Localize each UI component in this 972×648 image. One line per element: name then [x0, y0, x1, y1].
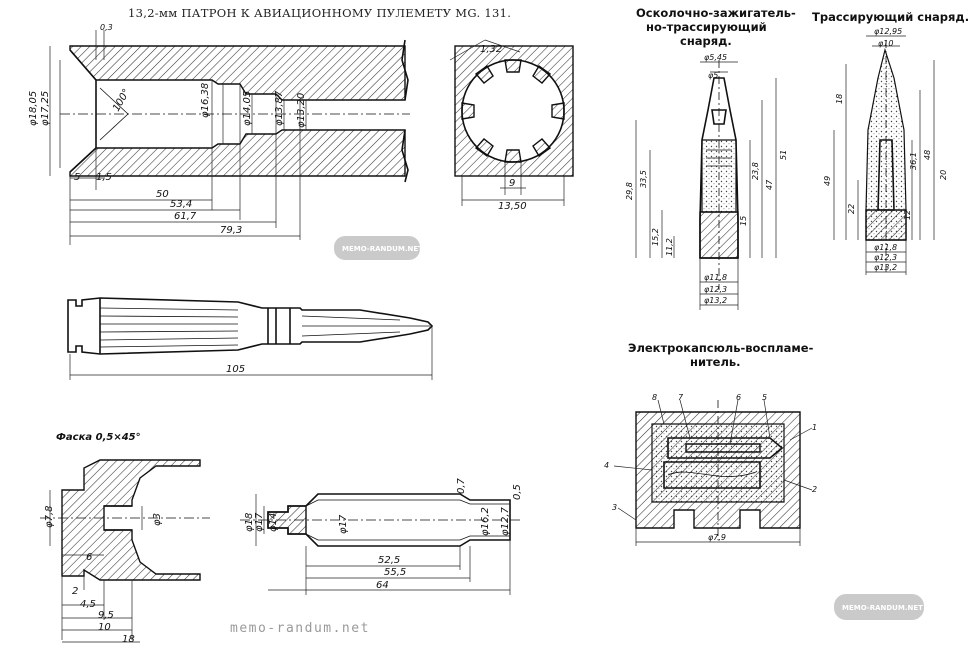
- svg-text:φ18: φ18: [244, 513, 255, 532]
- svg-text:3: 3: [612, 503, 617, 512]
- svg-text:7: 7: [678, 393, 684, 402]
- svg-text:φ3: φ3: [152, 513, 163, 526]
- svg-text:φ5: φ5: [708, 71, 718, 80]
- bore-cross-section: 1,32 9 13,50: [449, 39, 574, 212]
- svg-text:33,5: 33,5: [639, 170, 648, 188]
- svg-text:Электрокапсюль-воспламе-: Электрокапсюль-воспламе-: [628, 341, 814, 355]
- cartridge-side-view: 105: [67, 297, 434, 380]
- tracer-projectile: Трассирующий снаряд. φ12,95 φ10 18 49 22…: [812, 10, 969, 275]
- svg-text:φ16,2: φ16,2: [480, 507, 491, 536]
- svg-text:MEMO-RANDUM.NET: MEMO-RANDUM.NET: [342, 245, 423, 253]
- svg-text:5: 5: [762, 393, 767, 402]
- svg-text:15: 15: [739, 216, 748, 226]
- svg-text:12: 12: [903, 210, 912, 220]
- case-base-detail: Фаска 0,5×45° φ7,8 φ3 6 2 4,5 9,5 10 18: [40, 432, 210, 645]
- svg-text:φ10: φ10: [878, 39, 893, 48]
- svg-text:MEMO-RANDUM.NET: MEMO-RANDUM.NET: [842, 604, 923, 612]
- svg-text:22: 22: [847, 204, 856, 214]
- svg-text:нитель.: нитель.: [690, 355, 741, 369]
- svg-text:2: 2: [72, 586, 78, 597]
- svg-text:9: 9: [509, 178, 515, 189]
- svg-text:4: 4: [604, 461, 609, 470]
- svg-text:64: 64: [376, 580, 389, 591]
- svg-text:48: 48: [923, 150, 932, 160]
- svg-text:53,4: 53,4: [170, 199, 192, 210]
- svg-text:φ11,8: φ11,8: [704, 273, 727, 282]
- svg-text:φ7,8: φ7,8: [44, 506, 55, 529]
- svg-text:φ13,20: φ13,20: [296, 93, 307, 128]
- svg-text:9,5: 9,5: [98, 610, 114, 621]
- svg-text:47: 47: [765, 179, 774, 190]
- svg-text:φ17: φ17: [338, 514, 349, 534]
- svg-text:18: 18: [122, 634, 135, 645]
- svg-text:φ18,05: φ18,05: [28, 91, 39, 126]
- svg-text:φ13,2: φ13,2: [704, 296, 727, 305]
- watermark-badge-top: MEMO-RANDUM.NET: [334, 236, 423, 260]
- svg-text:φ5,45: φ5,45: [704, 53, 727, 62]
- svg-text:Трассирующий снаряд.: Трассирующий снаряд.: [812, 10, 969, 24]
- svg-text:23,8: 23,8: [751, 162, 760, 180]
- svg-text:1,5: 1,5: [96, 172, 112, 183]
- svg-text:φ12,7: φ12,7: [500, 507, 511, 537]
- svg-text:5: 5: [74, 172, 80, 183]
- case-section: φ18 φ17 φ14 φ17 0,7 φ16,2 φ12,7 0,5 52,5…: [240, 477, 523, 595]
- electric-primer: Электрокапсюль-воспламе- нитель. 8 7 6 5…: [604, 341, 817, 546]
- svg-text:50: 50: [156, 189, 169, 200]
- svg-text:φ13,2: φ13,2: [874, 263, 897, 272]
- case-base-section: [61, 459, 201, 581]
- svg-text:13,50: 13,50: [498, 201, 527, 212]
- svg-text:51: 51: [779, 150, 788, 160]
- svg-text:11,2: 11,2: [665, 238, 674, 256]
- watermark-badge-bottom: MEMO-RANDUM.NET: [834, 594, 924, 620]
- svg-text:0,5: 0,5: [512, 484, 523, 500]
- svg-text:1: 1: [812, 423, 817, 432]
- chamber-wall-bottom: [69, 129, 406, 177]
- svg-text:φ14,05: φ14,05: [242, 91, 253, 126]
- sheet-title: 13,2-мм ПАТРОН К АВИАЦИОННОМУ ПУЛЕМЕТУ M…: [128, 6, 511, 20]
- svg-text:1,32: 1,32: [480, 44, 502, 55]
- svg-text:6: 6: [736, 393, 741, 402]
- svg-text:Фаска 0,5×45°: Фаска 0,5×45°: [56, 432, 141, 443]
- svg-text:0,3: 0,3: [100, 23, 113, 32]
- svg-text:4,5: 4,5: [80, 599, 96, 610]
- svg-text:20: 20: [939, 170, 948, 180]
- svg-text:61,7: 61,7: [174, 211, 197, 222]
- svg-text:снаряд.: снаряд.: [680, 34, 732, 48]
- svg-text:10: 10: [98, 622, 111, 633]
- svg-text:36,1: 36,1: [909, 152, 918, 170]
- svg-text:15,2: 15,2: [651, 228, 660, 246]
- svg-text:φ14: φ14: [268, 513, 279, 532]
- svg-text:52,5: 52,5: [378, 555, 400, 566]
- cartridge-outline: [67, 297, 434, 355]
- svg-text:55,5: 55,5: [384, 567, 406, 578]
- svg-text:49: 49: [823, 176, 832, 186]
- svg-text:φ12,95: φ12,95: [874, 27, 902, 36]
- svg-text:100°: 100°: [111, 87, 133, 113]
- svg-text:φ13,87: φ13,87: [274, 90, 285, 126]
- svg-text:6: 6: [86, 552, 92, 563]
- svg-text:2: 2: [812, 485, 817, 494]
- svg-text:18: 18: [835, 94, 844, 104]
- watermark-text: memo-randum.net: [230, 621, 370, 636]
- svg-text:29,8: 29,8: [625, 182, 634, 200]
- svg-text:105: 105: [226, 364, 245, 375]
- svg-text:φ17,25: φ17,25: [40, 91, 51, 126]
- chamber-drawing: 0,3 φ18,05 φ17,25 100° φ16,38 φ14,05 φ13…: [28, 23, 410, 245]
- svg-text:φ7,9: φ7,9: [708, 533, 726, 542]
- svg-text:79,3: 79,3: [220, 225, 242, 236]
- he-tracer-projectile: Осколочно-зажигатель- но-трассирующий сн…: [625, 6, 796, 310]
- svg-text:φ11,8: φ11,8: [874, 243, 897, 252]
- svg-text:8: 8: [652, 393, 657, 402]
- svg-text:0,7: 0,7: [456, 477, 467, 494]
- svg-text:φ12,3: φ12,3: [874, 253, 897, 262]
- svg-text:но-трассирующий: но-трассирующий: [646, 20, 767, 34]
- svg-text:Осколочно-зажигатель-: Осколочно-зажигатель-: [636, 6, 796, 20]
- svg-text:φ16,38: φ16,38: [200, 83, 211, 118]
- svg-text:φ17: φ17: [254, 512, 265, 532]
- svg-text:φ12,3: φ12,3: [704, 285, 727, 294]
